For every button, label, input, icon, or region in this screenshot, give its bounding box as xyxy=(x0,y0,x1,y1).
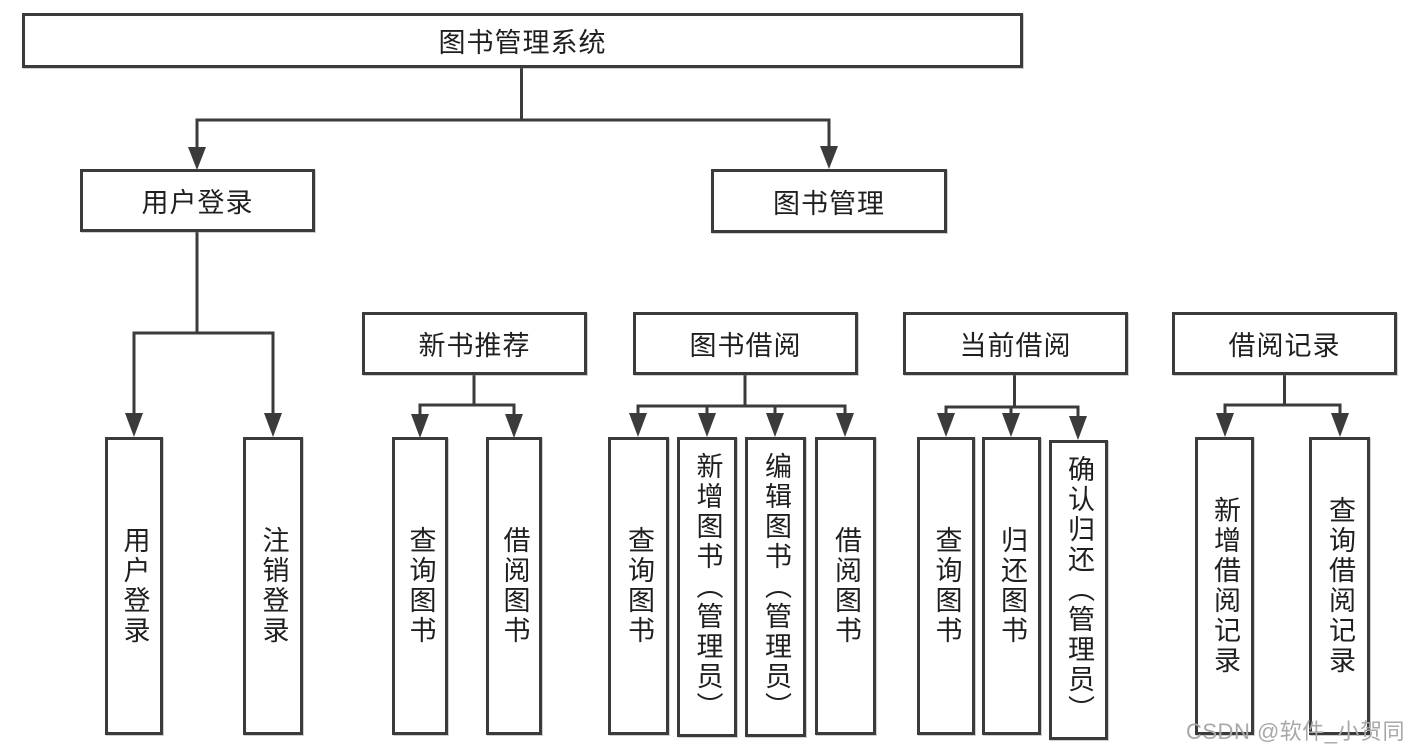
leaf-borrow-books-borrowing: 借阅图书 xyxy=(815,437,876,735)
leaf-edit-book-admin: 编辑图书（管理员） xyxy=(745,437,806,737)
leaf-label: 注销登录 xyxy=(258,526,289,646)
leaf-label: 借阅图书 xyxy=(831,526,861,646)
leaf-logout-login: 注销登录 xyxy=(243,437,303,735)
leaf-label: 新增借阅记录 xyxy=(1210,496,1240,676)
node-label: 用户登录 xyxy=(141,188,254,218)
leaf-confirm-return-admin: 确认归还（管理员） xyxy=(1049,440,1108,740)
leaf-label: 新增图书（管理员） xyxy=(692,452,723,722)
node-new-book-recommendation: 新书推荐 xyxy=(362,312,587,375)
leaf-label: 确认归还（管理员） xyxy=(1064,455,1094,725)
leaf-return-books: 归还图书 xyxy=(982,437,1041,735)
leaf-label: 借阅图书 xyxy=(499,526,530,646)
csdn-watermark: CSDN @软件_小贺同学 xyxy=(1186,719,1405,744)
node-user-login: 用户登录 xyxy=(80,169,315,232)
leaf-add-borrow-record: 新增借阅记录 xyxy=(1195,437,1254,735)
leaf-query-borrow-record: 查询借阅记录 xyxy=(1309,437,1370,735)
node-label: 图书借阅 xyxy=(689,331,802,361)
node-label: 当前借阅 xyxy=(959,331,1072,361)
node-borrowing-records: 借阅记录 xyxy=(1172,312,1397,375)
node-label: 借阅记录 xyxy=(1228,331,1341,361)
leaf-label: 查询图书 xyxy=(405,526,436,646)
leaf-label: 查询借阅记录 xyxy=(1325,496,1355,676)
leaf-label: 查询图书 xyxy=(931,526,962,646)
leaf-query-books-current: 查询图书 xyxy=(917,437,975,735)
leaf-label: 归还图书 xyxy=(997,526,1027,646)
leaf-query-books-recommend: 查询图书 xyxy=(392,437,448,735)
node-label: 图书管理 xyxy=(773,188,885,219)
leaf-query-books-borrowing: 查询图书 xyxy=(608,437,669,735)
node-label: 新书推荐 xyxy=(418,331,531,361)
node-label: 图书管理系统 xyxy=(438,28,607,58)
node-book-borrowing: 图书借阅 xyxy=(633,312,858,375)
leaf-borrow-books-recommend: 借阅图书 xyxy=(486,437,542,735)
leaf-label: 编辑图书（管理员） xyxy=(761,452,791,722)
leaf-label: 查询图书 xyxy=(624,526,654,646)
leaf-label: 用户登录 xyxy=(119,526,150,646)
node-library-system: 图书管理系统 xyxy=(22,13,1023,68)
node-book-management: 图书管理 xyxy=(711,169,947,233)
node-current-borrowing: 当前借阅 xyxy=(903,312,1128,375)
leaf-add-book-admin: 新增图书（管理员） xyxy=(677,437,737,737)
leaf-user-login: 用户登录 xyxy=(105,437,163,735)
